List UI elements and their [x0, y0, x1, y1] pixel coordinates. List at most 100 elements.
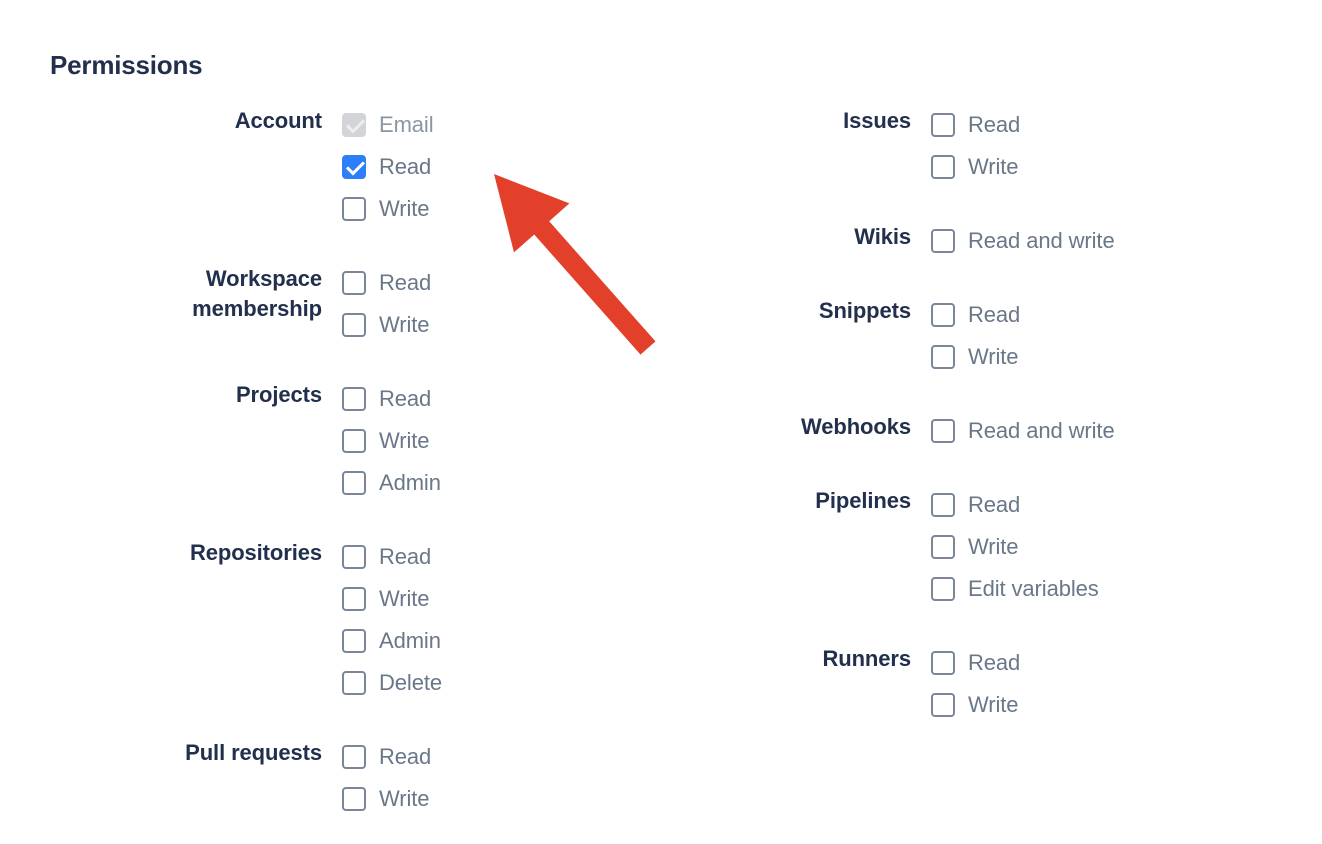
checkbox-account-read[interactable] — [342, 155, 366, 179]
option-row-snippets-read[interactable]: Read — [931, 294, 1322, 336]
option-row-issues-write[interactable]: Write — [931, 146, 1322, 188]
page-title: Permissions — [50, 50, 203, 80]
group-label-pull-requests: Pull requests — [185, 740, 322, 765]
option-row-repositories-delete[interactable]: Delete — [342, 662, 660, 704]
checkbox-webhooks-read-and-write[interactable] — [931, 419, 955, 443]
option-label-pipelines-write: Write — [968, 534, 1019, 559]
checkbox-projects-write[interactable] — [342, 429, 366, 453]
option-row-pull-requests-read[interactable]: Read — [342, 736, 660, 778]
option-row-issues-read[interactable]: Read — [931, 104, 1322, 146]
group-label-projects: Projects — [235, 382, 322, 407]
checkbox-snippets-read[interactable] — [931, 303, 955, 327]
group-label-runners: Runners — [822, 646, 911, 671]
option-row-pipelines-write[interactable]: Write — [931, 526, 1322, 568]
option-row-runners-write[interactable]: Write — [931, 684, 1322, 726]
option-label-workspace-membership-write: Write — [379, 312, 430, 337]
checkbox-pipelines-read[interactable] — [931, 493, 955, 517]
checkbox-workspace-membership-write[interactable] — [342, 313, 366, 337]
group-label-webhooks: Webhooks — [800, 414, 911, 439]
group-label-workspace-membership: Workspace membership — [192, 266, 322, 321]
option-row-pipelines-read[interactable]: Read — [931, 484, 1322, 526]
checkbox-pipelines-write[interactable] — [931, 535, 955, 559]
checkbox-runners-write[interactable] — [931, 693, 955, 717]
checkbox-account-write[interactable] — [342, 197, 366, 221]
option-label-pull-requests-write: Write — [379, 786, 430, 811]
checkbox-projects-admin[interactable] — [342, 471, 366, 495]
option-label-snippets-read: Read — [968, 302, 1021, 327]
option-row-wikis-read-and-write[interactable]: Read and write — [931, 220, 1322, 262]
option-row-repositories-read[interactable]: Read — [342, 536, 660, 578]
option-list-wikis: Read and write — [931, 220, 1322, 262]
permission-group-webhooks: Webhooks Read and write — [660, 410, 1322, 452]
option-row-projects-admin[interactable]: Admin — [342, 462, 660, 504]
checkbox-repositories-admin[interactable] — [342, 629, 366, 653]
option-row-workspace-membership-write[interactable]: Write — [342, 304, 660, 346]
option-label-account-email: Email — [379, 112, 434, 137]
option-label-repositories-admin: Admin — [379, 628, 441, 653]
option-label-account-write: Write — [379, 196, 430, 221]
option-row-pull-requests-write[interactable]: Write — [342, 778, 660, 820]
group-label-repositories: Repositories — [189, 540, 322, 565]
checkbox-issues-read[interactable] — [931, 113, 955, 137]
checkbox-repositories-write[interactable] — [342, 587, 366, 611]
group-label-wikis: Wikis — [854, 224, 911, 249]
option-list-webhooks: Read and write — [931, 410, 1322, 452]
option-row-runners-read[interactable]: Read — [931, 642, 1322, 684]
checkbox-repositories-delete[interactable] — [342, 671, 366, 695]
group-label-pipelines: Pipelines — [815, 488, 911, 513]
option-label-projects-read: Read — [379, 386, 432, 411]
checkbox-snippets-write[interactable] — [931, 345, 955, 369]
option-row-workspace-membership-read[interactable]: Read — [342, 262, 660, 304]
option-row-snippets-write[interactable]: Write — [931, 336, 1322, 378]
option-label-projects-admin: Admin — [379, 470, 441, 495]
option-label-wikis-read-and-write: Read and write — [968, 228, 1115, 253]
checkbox-repositories-read[interactable] — [342, 545, 366, 569]
option-label-account-read: Read — [379, 154, 432, 179]
option-label-repositories-write: Write — [379, 586, 430, 611]
option-row-projects-write[interactable]: Write — [342, 420, 660, 462]
option-row-account-read[interactable]: Read — [342, 146, 660, 188]
option-label-pipelines-edit-variables: Edit variables — [968, 576, 1099, 601]
option-row-webhooks-read-and-write[interactable]: Read and write — [931, 410, 1322, 452]
checkbox-pull-requests-read[interactable] — [342, 745, 366, 769]
option-label-projects-write: Write — [379, 428, 430, 453]
checkmark-icon — [345, 156, 366, 176]
option-label-pipelines-read: Read — [968, 492, 1021, 517]
checkbox-runners-read[interactable] — [931, 651, 955, 675]
checkbox-issues-write[interactable] — [931, 155, 955, 179]
option-row-repositories-admin[interactable]: Admin — [342, 620, 660, 662]
checkbox-workspace-membership-read[interactable] — [342, 271, 366, 295]
group-label-issues: Issues — [843, 108, 911, 133]
checkbox-projects-read[interactable] — [342, 387, 366, 411]
option-row-projects-read[interactable]: Read — [342, 378, 660, 420]
option-label-webhooks-read-and-write: Read and write — [968, 418, 1115, 443]
checkbox-wikis-read-and-write[interactable] — [931, 229, 955, 253]
option-row-repositories-write[interactable]: Write — [342, 578, 660, 620]
option-row-account-write[interactable]: Write — [342, 188, 660, 230]
checkbox-pipelines-edit-variables[interactable] — [931, 577, 955, 601]
option-row-pipelines-edit-variables[interactable]: Edit variables — [931, 568, 1322, 610]
option-label-runners-write: Write — [968, 692, 1019, 717]
permission-group-wikis: Wikis Read and write — [660, 220, 1322, 262]
checkbox-pull-requests-write[interactable] — [342, 787, 366, 811]
option-label-repositories-delete: Delete — [379, 670, 442, 695]
option-label-issues-read: Read — [968, 112, 1021, 137]
option-label-issues-write: Write — [968, 154, 1019, 179]
